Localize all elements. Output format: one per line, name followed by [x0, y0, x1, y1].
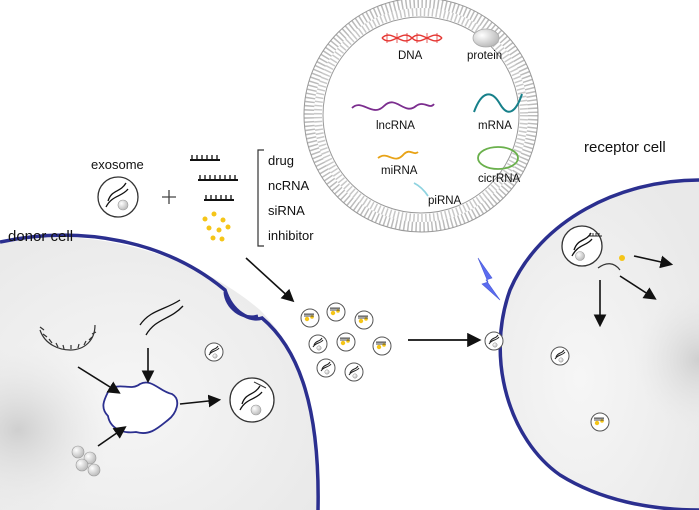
lncrna-icon [351, 101, 435, 111]
released-rna-icon [597, 263, 621, 271]
cargo-bracket [257, 149, 264, 247]
donor-cell [0, 233, 320, 510]
arrow-mvb-to-exosome [179, 394, 222, 408]
lipid-bilayer-vesicle [303, 0, 539, 233]
cargo-label-inhibitor: inhibitor [268, 228, 314, 243]
protein-cluster-icon [71, 445, 101, 477]
legend-label-mirna: miRNA [381, 165, 418, 177]
rna-duplex-icon [139, 299, 184, 336]
dna-icon [381, 33, 443, 43]
loaded-exosome [308, 334, 328, 354]
receptor-small-exosome [550, 346, 570, 366]
legend-label-circrna: cicrRNA [478, 173, 521, 185]
legend-label-lncrna: lncRNA [376, 120, 415, 132]
arrow-release-1 [633, 255, 674, 269]
donor-cell-membrane [0, 233, 320, 510]
receptor-cell-label: receptor cell [584, 139, 666, 156]
cargo-rna-icon [190, 155, 238, 201]
arrow-protein-to-mvb [97, 426, 127, 447]
donor-cell-label: donor cell [8, 228, 74, 245]
loaded-exosome [372, 336, 392, 356]
protein-icon [472, 28, 500, 48]
circrna-icon [477, 146, 519, 170]
loaded-exosome [344, 362, 364, 382]
legend-label-dna: DNA [398, 50, 423, 62]
arrow-release-2 [619, 275, 657, 300]
loaded-exosome [354, 310, 374, 330]
loaded-exosome [300, 308, 320, 328]
loaded-exosome [336, 332, 356, 352]
exosome-label: exosome [91, 157, 144, 172]
released-drug-dot [619, 255, 625, 261]
donor-exosome [229, 377, 275, 423]
loaded-exosome-cluster [300, 302, 392, 382]
loaded-exosome [326, 302, 346, 322]
receptor-nucleus [634, 290, 699, 430]
cargo-label-drug: drug [268, 153, 295, 168]
docking-exosome [484, 331, 504, 351]
exosome-carrier-icon [97, 176, 139, 218]
receptor-cell-membrane [498, 178, 699, 510]
plus-sign [162, 190, 176, 204]
legend-label-protein: protein [467, 50, 503, 62]
receptor-loaded-exosome [590, 412, 610, 432]
mrna-icon [473, 93, 523, 113]
arrow-loading [245, 257, 295, 303]
lightning-icon [477, 257, 501, 301]
arrow-hairpin-to-mvb [77, 366, 121, 394]
receptor-cell [484, 178, 699, 510]
mirna-icon [377, 150, 419, 160]
receptor-exosome [561, 225, 603, 267]
multivesicular-body [102, 381, 179, 434]
hairpin-rna-icon [39, 324, 97, 351]
legend-label-pirna: piRNA [428, 195, 462, 207]
loaded-exosome [316, 358, 336, 378]
cargo-label-ncrna: ncRNA [268, 178, 310, 193]
cargo-label-sirna: siRNA [268, 203, 305, 218]
drug-dots-icon [202, 211, 231, 242]
donor-small-exosome [204, 342, 224, 362]
pirna-icon [413, 182, 429, 197]
legend-label-mrna: mRNA [478, 120, 512, 132]
